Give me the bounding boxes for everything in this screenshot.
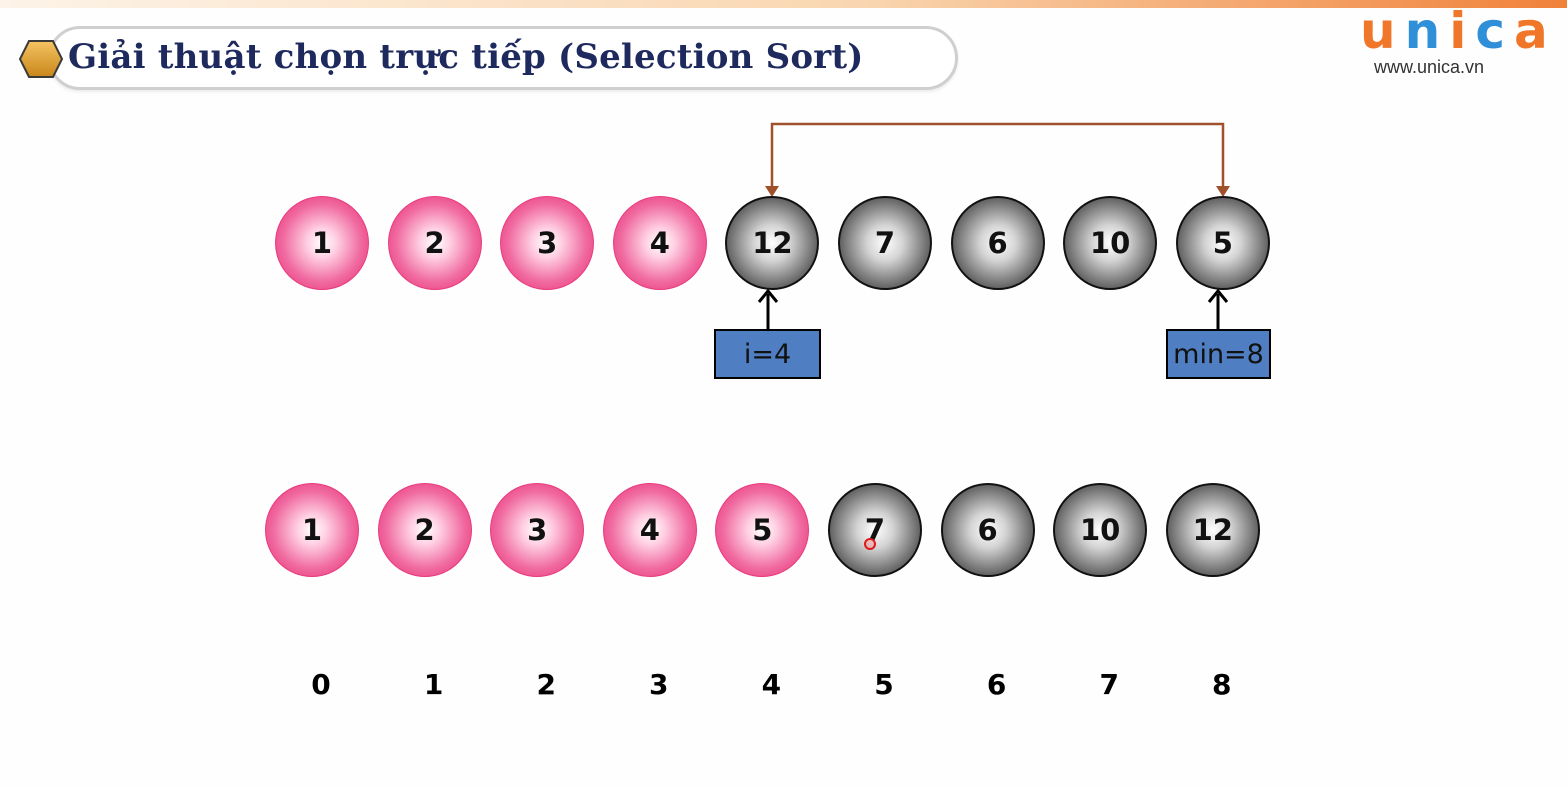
array-element-ball: 5 <box>715 483 810 577</box>
hexagon-icon <box>18 40 64 78</box>
min-pointer-box: min=8 <box>1166 329 1271 379</box>
array-element-ball: 4 <box>612 196 707 290</box>
swap-arrow-head-right <box>1216 186 1230 197</box>
i-pointer-box: i=4 <box>714 329 821 379</box>
array-element-ball: 12 <box>725 196 820 290</box>
array-element-ball: 1 <box>265 483 359 577</box>
array-index-label: 8 <box>1212 668 1232 701</box>
array-element-ball: 4 <box>602 483 697 577</box>
array-index-label: 7 <box>1099 668 1119 701</box>
array-element-ball: 10 <box>1063 196 1158 290</box>
i-pointer-arrow-head <box>757 288 779 303</box>
array-element-ball: 1 <box>275 196 369 290</box>
array-element-ball: 12 <box>1165 483 1260 577</box>
swap-arrow <box>770 122 1225 194</box>
array-element-ball: 3 <box>500 196 595 290</box>
array-index-label: 3 <box>649 668 669 701</box>
array-index-label: 0 <box>311 668 331 701</box>
array-element-ball: 7 <box>838 196 932 290</box>
mouse-cursor-indicator <box>864 538 876 550</box>
array-element-ball: 3 <box>490 483 585 577</box>
logo-url: www.unica.vn <box>1374 57 1485 77</box>
swap-arrow-head-left <box>765 186 779 197</box>
page-title: Giải thuật chọn trực tiếp (Selection Sor… <box>68 37 864 77</box>
title-banner <box>48 26 958 90</box>
array-element-ball: 6 <box>950 196 1045 290</box>
array-index-label: 2 <box>536 668 556 701</box>
array-element-ball: 2 <box>377 483 472 577</box>
array-element-ball: 6 <box>940 483 1035 577</box>
array-index-label: 1 <box>423 668 444 701</box>
array-element-ball: 2 <box>387 196 482 290</box>
array-index-label: 4 <box>761 668 782 701</box>
array-element-ball: 10 <box>1053 483 1148 577</box>
array-index-label: 6 <box>986 668 1007 701</box>
min-pointer-arrow-head <box>1207 288 1229 303</box>
array-element-ball: 5 <box>1175 196 1270 290</box>
array-element-ball: 7 <box>828 483 922 577</box>
unica-logo: unica <box>1360 2 1557 60</box>
array-index-label: 5 <box>874 668 894 701</box>
top-accent-bar <box>0 0 1567 8</box>
